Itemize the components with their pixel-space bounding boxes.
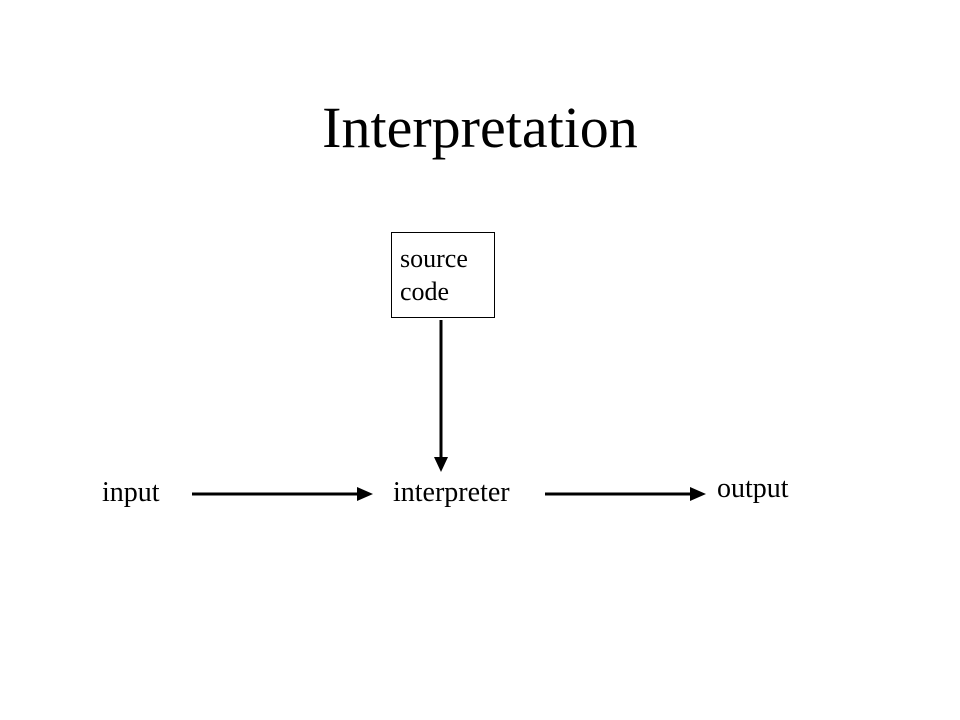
interpreter-label: interpreter [393,477,510,508]
input-label: input [102,477,160,508]
source-code-label-line2: code [400,277,450,306]
slide-title: Interpretation [322,95,638,160]
source-code-label: source code [400,242,468,308]
source-code-box: source code [391,232,495,318]
source-code-label-line1: source [400,244,468,273]
interpreter-to-output-arrow [545,487,706,501]
input-to-interpreter-arrow [192,487,373,501]
output-label: output [717,473,789,504]
source-to-interpreter-arrow [434,320,448,472]
